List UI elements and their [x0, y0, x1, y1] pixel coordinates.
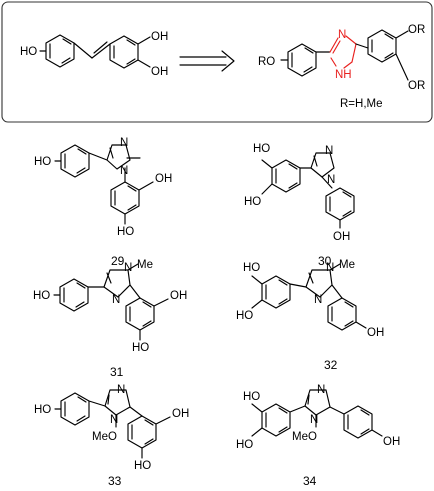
compound-31-structure: HO N Me N OH HO 31 [33, 259, 187, 379]
hydroxyl-label: OH [333, 231, 350, 243]
hydroxyl-label: HO [243, 391, 260, 403]
methyl-label: Me [137, 259, 153, 271]
hydroxyl-label: HO [34, 156, 51, 168]
compound-label: 33 [108, 474, 122, 488]
hydroxyl-label: HO [132, 342, 149, 354]
imidazole-nh-label: NH [335, 69, 352, 81]
hydroxyl-label: OH [172, 408, 189, 420]
compound-32-structure: HO HO N Me N OH 32 [236, 259, 384, 372]
hydroxyl-label: HO [243, 262, 260, 274]
compound-label: 31 [110, 365, 124, 379]
hydroxyl-label: OH [367, 327, 384, 339]
compound-label: 29 [111, 254, 125, 268]
imidazole-n-label: N [325, 145, 333, 157]
imidazole-n-label: N [338, 29, 346, 41]
imidazole-n-label: N [112, 294, 120, 306]
imidazole-n-label: N [120, 165, 128, 177]
imidazole-n-label: N [327, 174, 335, 186]
imidazole-n-label: N [124, 262, 132, 274]
imidazole-n-label: N [117, 384, 125, 396]
imidazole-n-label: N [317, 384, 325, 396]
imidazole-n-label: N [314, 294, 322, 306]
compound-30-structure: HO HO N N OH 30 [244, 143, 355, 268]
compound-29-structure: HO N N OH HO 29 [34, 137, 172, 268]
compound-label: 34 [303, 474, 317, 488]
hydroxyl-label: OH [383, 436, 400, 448]
or-label: OR [408, 80, 425, 92]
ro-label: RO [258, 56, 275, 68]
hydroxyl-label: HO [236, 439, 253, 451]
compound-34-structure: HO HO N N MeO OH 34 [236, 384, 400, 488]
substituent-note: R=H,Me [340, 98, 383, 110]
hydroxyl-label: OH [155, 173, 172, 185]
imidazole-n-label: N [110, 414, 118, 426]
hydroxyl-label: HO [236, 310, 253, 322]
hydroxyl-label: HO [244, 196, 261, 208]
compound-33-structure: HO N N MeO OH HO 33 [34, 384, 189, 488]
compound-label: 30 [318, 254, 332, 268]
hydroxyl-label: OH [151, 66, 168, 78]
methoxy-label: MeO [292, 431, 317, 443]
resveratrol-structure: HO OH OH [20, 31, 168, 78]
methoxy-label: MeO [92, 431, 117, 443]
hydroxyl-label: HO [134, 460, 151, 472]
imidazole-n-label: N [120, 137, 128, 149]
hydroxyl-label: HO [33, 290, 50, 302]
hydroxyl-label: HO [253, 143, 270, 155]
imidazole-n-label: N [310, 414, 318, 426]
conversion-arrow-icon [179, 50, 235, 72]
or-label: OR [408, 24, 425, 36]
imidazole-analogue-structure: RO N NH OR OR R=H,Me [258, 24, 425, 110]
hydroxyl-label: OH [151, 31, 168, 43]
compound-label: 32 [324, 358, 338, 372]
hydroxyl-label: HO [34, 404, 51, 416]
scheme-frame [1, 1, 433, 123]
hydroxyl-label: OH [170, 290, 187, 302]
hydroxyl-label: HO [20, 46, 37, 58]
imidazole-n-label: N [326, 262, 334, 274]
methyl-label: Me [339, 259, 355, 271]
hydroxyl-label: HO [117, 226, 134, 238]
